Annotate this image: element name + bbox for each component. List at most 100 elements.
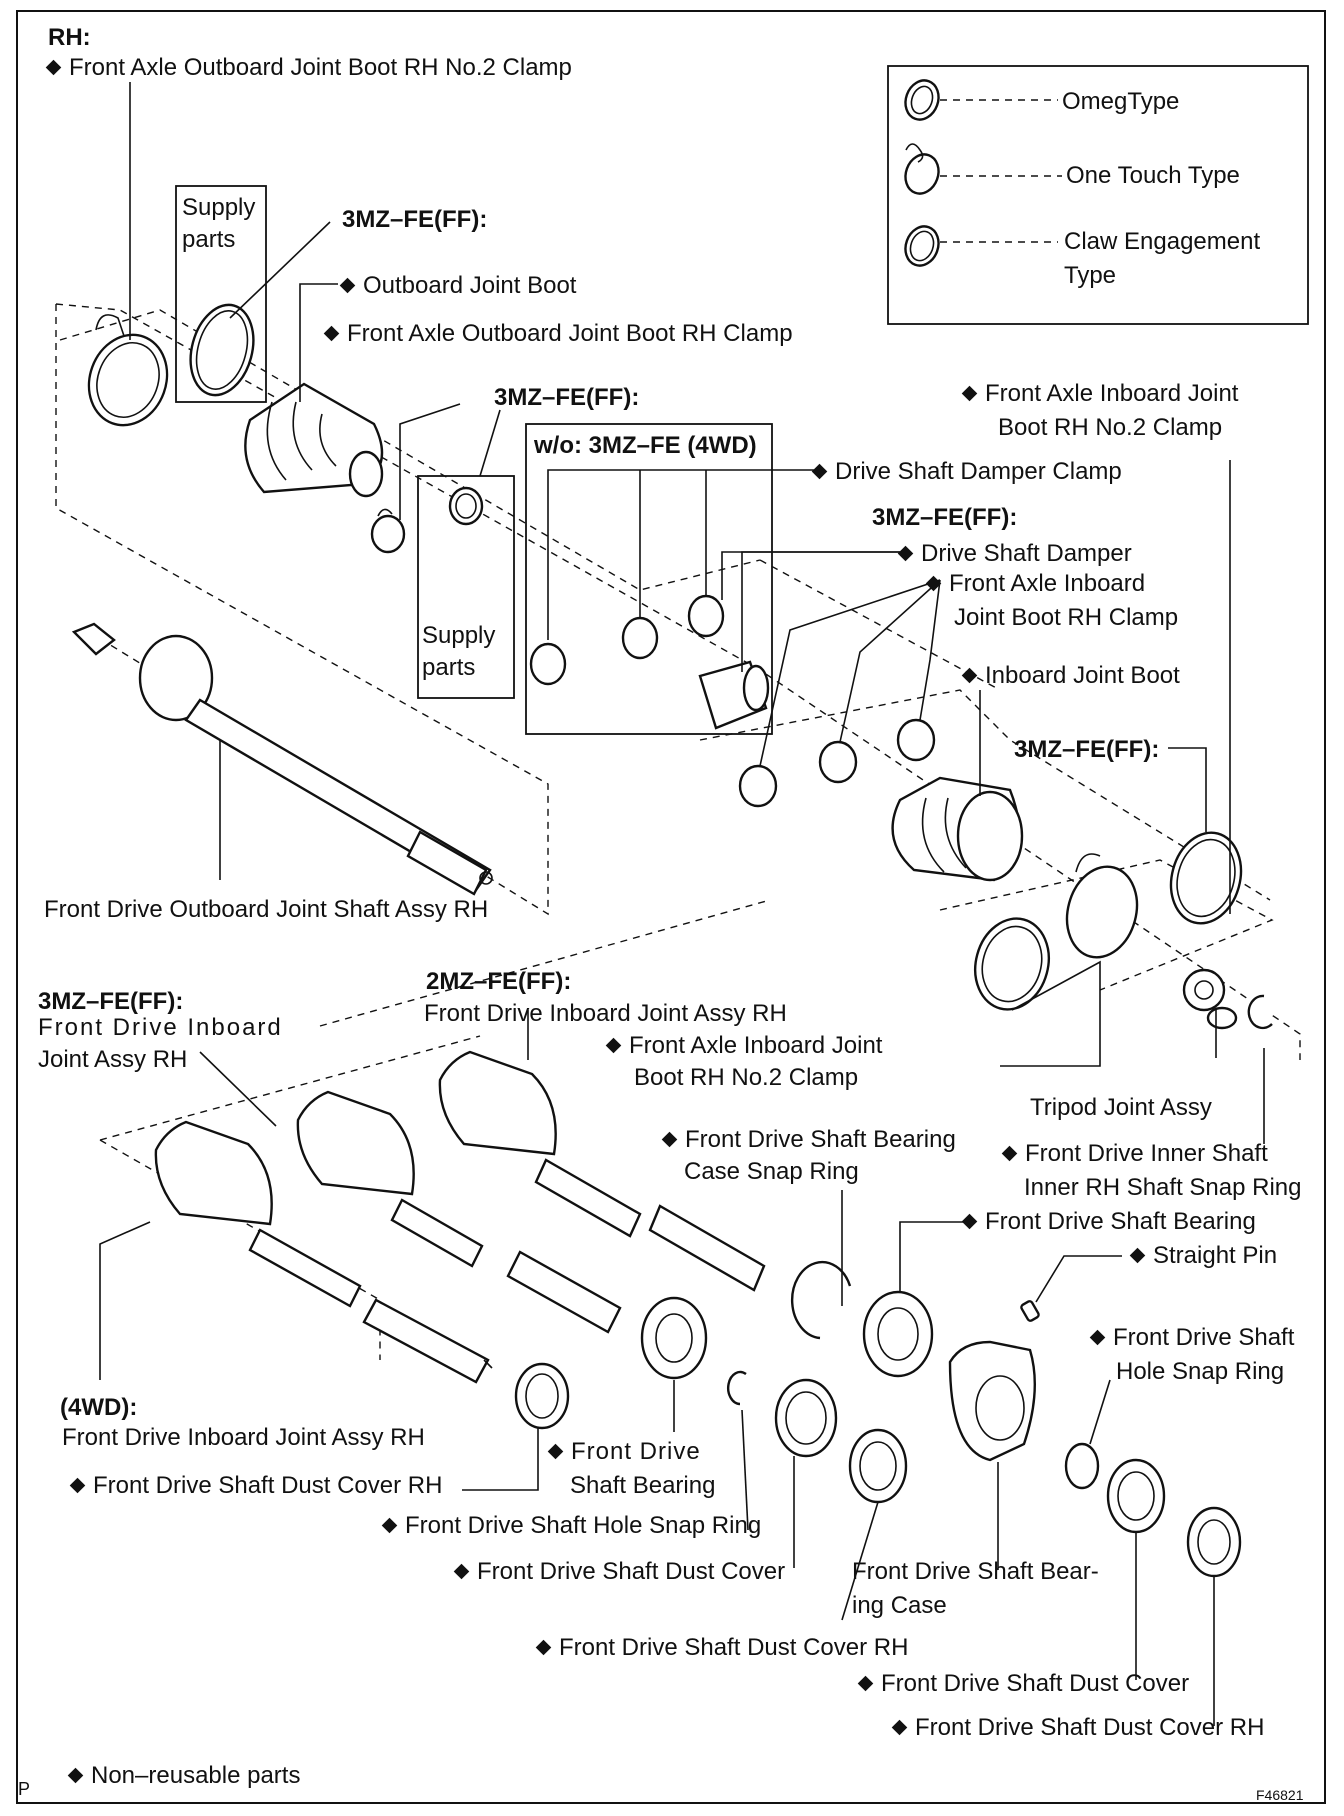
diamond-icon	[69, 1477, 86, 1493]
figure-id: F46821	[1256, 1787, 1304, 1803]
supply-parts-box-2	[417, 475, 515, 699]
inboard-clamp-big-part	[1065, 853, 1139, 959]
dust-cover-mid-part	[774, 1378, 838, 1458]
engine-3mz-ff-a: 3MZ–FE(FF):	[342, 206, 488, 233]
engine-3mz-ff-b: 3MZ–FE(FF):	[494, 384, 640, 411]
label-inner-shaft-snap-ring-2: Inner RH Shaft Snap Ring	[1024, 1174, 1302, 1201]
label-inboard-clamp-1: Front Axle Inboard	[924, 568, 1145, 599]
hole-snap-ring-right-part	[1064, 1442, 1100, 1490]
diamond-icon	[897, 545, 914, 561]
diamond-icon	[961, 1213, 978, 1229]
dust-cover-rh-left-part	[514, 1362, 570, 1430]
diamond-icon	[381, 1517, 398, 1533]
non-reusable-note: Non–reusable parts	[66, 1760, 300, 1791]
legend-claw-label-1: Claw Engagement	[1064, 228, 1261, 255]
label-drive-shaft-damper: Drive Shaft Damper	[896, 538, 1132, 569]
diamond-icon	[961, 667, 978, 683]
without-3mz-4wd-box	[525, 423, 773, 735]
outboard-joint-boot-part	[244, 382, 384, 498]
diamond-icon	[811, 463, 828, 479]
supply-parts-2b: parts	[422, 654, 476, 681]
label-shaft-bearing-mid-2: Shaft Bearing	[570, 1472, 716, 1499]
engine-2mz-ff: 2MZ–FE(FF):	[426, 968, 572, 995]
label-outboard-no2-clamp: Front Axle Outboard Joint Boot RH No.2 C…	[44, 52, 572, 83]
diamond-icon	[1129, 1247, 1146, 1263]
label-dust-cover-rh-right: Front Drive Shaft Dust Cover RH	[890, 1712, 1264, 1743]
label-dust-cover-rh-mid: Front Drive Shaft Dust Cover RH	[534, 1632, 908, 1663]
bearing-case-part	[948, 1340, 1036, 1462]
dust-cover-right-part	[1106, 1458, 1166, 1534]
label-dust-cover-rh-left: Front Drive Shaft Dust Cover RH	[68, 1470, 442, 1501]
inboard-clamp-left-part	[738, 764, 778, 808]
label-inboard-clamp-2: Joint Boot RH Clamp	[954, 604, 1179, 631]
engine-3mz-ff-e: 3MZ–FE(FF):	[38, 988, 184, 1015]
diamond-icon	[925, 575, 942, 591]
legend-one-touch-label: One Touch Type	[1066, 162, 1240, 189]
supply-parts-box-1	[175, 185, 267, 403]
diamond-icon	[339, 277, 356, 293]
supply-parts-1a: Supply	[182, 194, 256, 221]
drive-shaft-damper-part	[698, 660, 770, 730]
label-inboard-joint-boot: Inboard Joint Boot	[960, 660, 1180, 691]
diamond-icon	[891, 1719, 908, 1735]
claw-clamp-icon	[904, 225, 940, 267]
label-inboard-no2-clamp-a1: Front Axle Inboard Joint	[960, 378, 1238, 409]
outboard-shaft-part	[71, 622, 493, 896]
damper-clamp-left-part	[529, 642, 567, 686]
wo-3mz-4wd-label: w/o: 3MZ–FE (4WD)	[534, 432, 757, 459]
side-label: RH:	[48, 24, 91, 51]
inboard-clamp-right-part	[896, 718, 936, 762]
diamond-icon	[547, 1443, 564, 1459]
one-touch-clamp-icon	[904, 143, 940, 195]
supply-parts-1b: parts	[182, 226, 236, 253]
bearing-case-snap-ring-part	[790, 1260, 852, 1340]
label-dust-cover-right: Front Drive Shaft Dust Cover	[856, 1668, 1189, 1699]
diamond-icon	[961, 385, 978, 401]
tripod-joint-part	[1182, 968, 1238, 1030]
outboard-no2-clamp-part	[87, 314, 169, 427]
diamond-icon	[661, 1131, 678, 1147]
damper-clamp-mid-part	[621, 616, 659, 660]
supply-small-clamp-part	[448, 486, 484, 526]
legend-box	[887, 65, 1309, 325]
label-inboard-no2-clamp-b2: Boot RH No.2 Clamp	[634, 1064, 859, 1091]
label-inner-shaft-snap-ring-1: Front Drive Inner Shaft	[1000, 1138, 1268, 1169]
inboard-assy-2mz-part	[438, 1050, 766, 1292]
omega-clamp-icon	[904, 79, 940, 121]
diamond-icon	[857, 1675, 874, 1691]
label-outboard-joint-boot: Outboard Joint Boot	[338, 270, 576, 301]
dust-cover-rh-mid-part	[848, 1428, 908, 1504]
label-inboard-assy-4wd: Front Drive Inboard Joint Assy RH	[62, 1424, 425, 1451]
legend-claw-label-2: Type	[1064, 262, 1117, 289]
label-hole-snap-ring-right-2: Hole Snap Ring	[1116, 1358, 1285, 1385]
label-bearing-case-snap-ring-1: Front Drive Shaft Bearing	[660, 1124, 956, 1155]
corner-p: P	[18, 1779, 31, 1799]
label-tripod-joint: Tripod Joint Assy	[1030, 1094, 1212, 1121]
dust-cover-rh-right-part	[1186, 1506, 1242, 1578]
label-inboard-assy-3mz-2: Joint Assy RH	[38, 1046, 188, 1073]
straight-pin-part	[1020, 1300, 1040, 1322]
label-inboard-assy-3mz-1: Front Drive Inboard	[38, 1014, 283, 1041]
label-damper-clamp: Drive Shaft Damper Clamp	[810, 456, 1122, 487]
diamond-icon	[45, 59, 62, 75]
diamond-icon	[453, 1563, 470, 1579]
diamond-icon	[323, 325, 340, 341]
inboard-clamp-mid-part	[818, 740, 858, 784]
inboard-joint-boot-part	[891, 776, 1024, 882]
shaft-bearing-top-part	[862, 1290, 934, 1378]
hole-snap-ring-mid-part	[727, 1370, 747, 1406]
label-bearing-case-2: ing Case	[852, 1592, 947, 1619]
label-shaft-bearing-mid-1: Front Drive	[546, 1436, 701, 1467]
diamond-icon	[535, 1639, 552, 1655]
leader-lines	[99, 82, 1265, 1726]
label-straight-pin: Straight Pin	[1128, 1240, 1277, 1271]
label-outboard-shaft-assy: Front Drive Outboard Joint Shaft Assy RH	[44, 896, 489, 923]
diamond-icon	[1089, 1329, 1106, 1345]
diamond-icon	[605, 1037, 622, 1053]
engine-4wd: (4WD):	[60, 1394, 138, 1421]
label-inboard-no2-clamp-a2: Boot RH No.2 Clamp	[998, 414, 1223, 441]
label-inboard-assy-2mz: Front Drive Inboard Joint Assy RH	[424, 1000, 787, 1027]
label-hole-snap-ring-right-1: Front Drive Shaft	[1088, 1322, 1294, 1353]
legend-omega-label: OmegType	[1062, 88, 1180, 115]
label-outboard-boot-clamp: Front Axle Outboard Joint Boot RH Clamp	[322, 318, 793, 349]
